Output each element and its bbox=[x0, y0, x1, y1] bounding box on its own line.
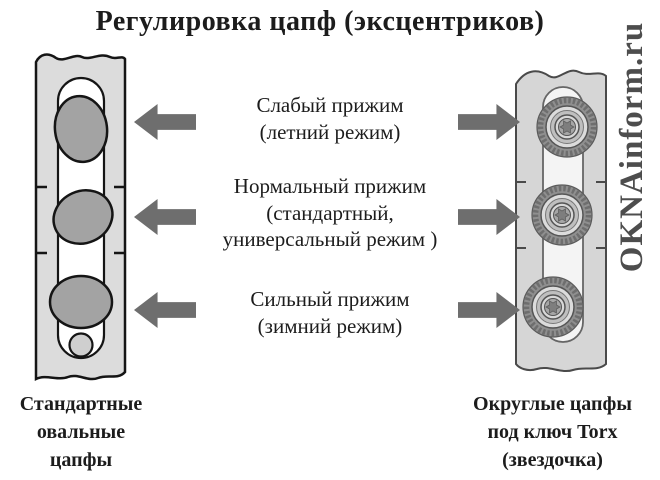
torx-pin bbox=[532, 185, 592, 245]
page-title: Регулировка цапф (эксцентриков) bbox=[95, 6, 545, 37]
torx-pin-strip-figure bbox=[515, 69, 607, 372]
row-label-strong-pressure: Сильный прижим (зимний режим) bbox=[250, 287, 410, 338]
left-figure-caption: Стандартные овальные цапфы bbox=[19, 393, 143, 471]
oval-cam-strip-figure bbox=[34, 53, 127, 382]
torx-pin bbox=[523, 277, 583, 337]
row-label-weak-pressure: Слабый прижим (летний режим) bbox=[256, 93, 404, 144]
oval-cam bbox=[53, 94, 109, 164]
right-figure-caption: Округлые цапфы под ключ Torx (звездочка) bbox=[473, 393, 632, 471]
watermark-oknainform: OKNAinform.ru bbox=[614, 21, 650, 273]
row-label-normal-pressure: Нормальный прижим (стандартный, универса… bbox=[222, 174, 438, 252]
oval-cam bbox=[52, 189, 114, 245]
torx-pin bbox=[537, 97, 597, 157]
oval-cam bbox=[48, 274, 114, 330]
channel-end-hole bbox=[68, 332, 94, 358]
